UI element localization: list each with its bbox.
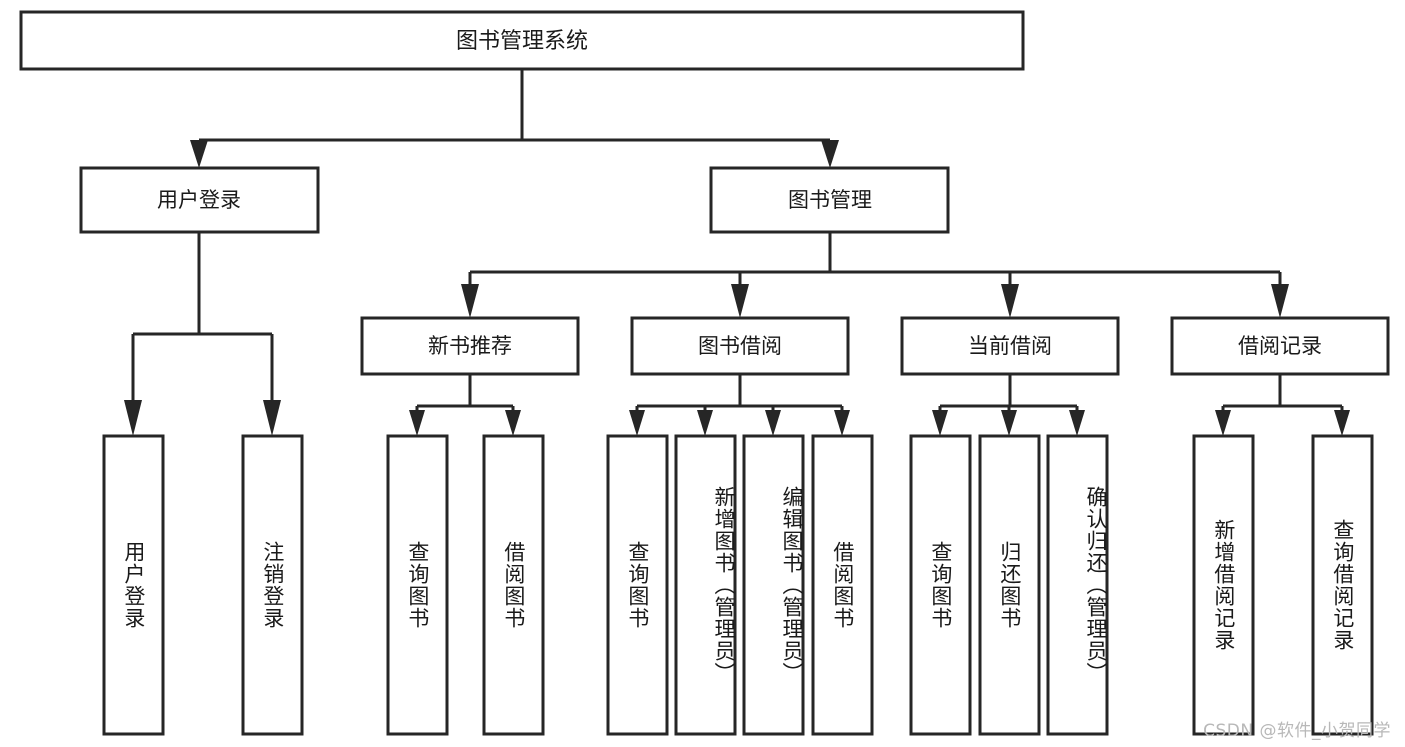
node-label-book-manage: 图书管理 <box>788 188 872 212</box>
arrow-leaf-user-login <box>124 400 142 436</box>
arrow-to-book-manage <box>821 140 839 168</box>
leaf-box-query-book-b[interactable] <box>606 434 669 736</box>
arrow-to-book-borrow <box>731 284 749 318</box>
arrow-leaf-logout <box>263 400 281 436</box>
leaf-box-borrow-book-b[interactable] <box>811 434 874 736</box>
node-box-user-login[interactable] <box>79 166 320 234</box>
arrow-leaf-query-book-a <box>409 410 425 436</box>
node-label-current-borrow: 当前借阅 <box>968 334 1052 358</box>
arrow-to-current-borrow <box>1001 284 1019 318</box>
node-label-new-book-recommend: 新书推荐 <box>428 334 512 358</box>
node-label-root: 图书管理系统 <box>456 29 588 54</box>
node-box-current-borrow[interactable] <box>900 316 1120 376</box>
csdn-watermark: CSDN @软件_小贺同学 <box>1203 721 1391 741</box>
node-label-borrow-record: 借阅记录 <box>1238 334 1322 358</box>
edge-layer <box>124 69 1350 436</box>
arrow-to-borrow-record <box>1271 284 1289 318</box>
node-box-book-manage[interactable] <box>709 166 950 234</box>
arrow-leaf-query-record <box>1334 410 1350 436</box>
leaf-box-logout[interactable] <box>241 434 304 736</box>
leaf-box-borrow-book-a[interactable] <box>482 434 545 736</box>
leaf-box-query-borrow-record[interactable] <box>1311 434 1374 736</box>
node-box-borrow-record[interactable] <box>1170 316 1390 376</box>
arrow-leaf-add-book <box>697 410 713 436</box>
leaf-box-add-book[interactable] <box>674 434 737 736</box>
arrow-leaf-query-book-b <box>629 410 645 436</box>
leaf-box-confirm-return[interactable] <box>1046 434 1109 736</box>
arrow-leaf-query-book-c <box>932 410 948 436</box>
arrow-to-user-login <box>190 140 208 168</box>
leaf-box-query-book-a[interactable] <box>386 434 449 736</box>
arrow-leaf-add-record <box>1215 410 1231 436</box>
node-box-new-book-recommend[interactable] <box>360 316 580 376</box>
arrow-leaf-confirm-return <box>1069 410 1085 436</box>
node-layer: 图书管理系统 用户登录 图书管理 新书推荐 图书借阅 当前借阅 借阅记录 <box>19 10 1390 736</box>
arrow-leaf-return-book <box>1001 410 1017 436</box>
leaf-box-user-login[interactable] <box>102 434 165 736</box>
arrow-to-new-book <box>461 284 479 318</box>
node-box-book-borrow[interactable] <box>630 316 850 376</box>
leaf-box-return-book[interactable] <box>978 434 1041 736</box>
leaf-box-add-borrow-record[interactable] <box>1192 434 1255 736</box>
arrow-leaf-borrow-book-a <box>505 410 521 436</box>
node-label-user-login: 用户登录 <box>157 188 241 212</box>
leaf-box-query-book-c[interactable] <box>909 434 972 736</box>
node-label-book-borrow: 图书借阅 <box>698 334 782 358</box>
arrow-leaf-borrow-book-b <box>834 410 850 436</box>
arrow-leaf-edit-book <box>765 410 781 436</box>
leaf-box-edit-book[interactable] <box>742 434 805 736</box>
node-box-root[interactable] <box>19 10 1025 71</box>
